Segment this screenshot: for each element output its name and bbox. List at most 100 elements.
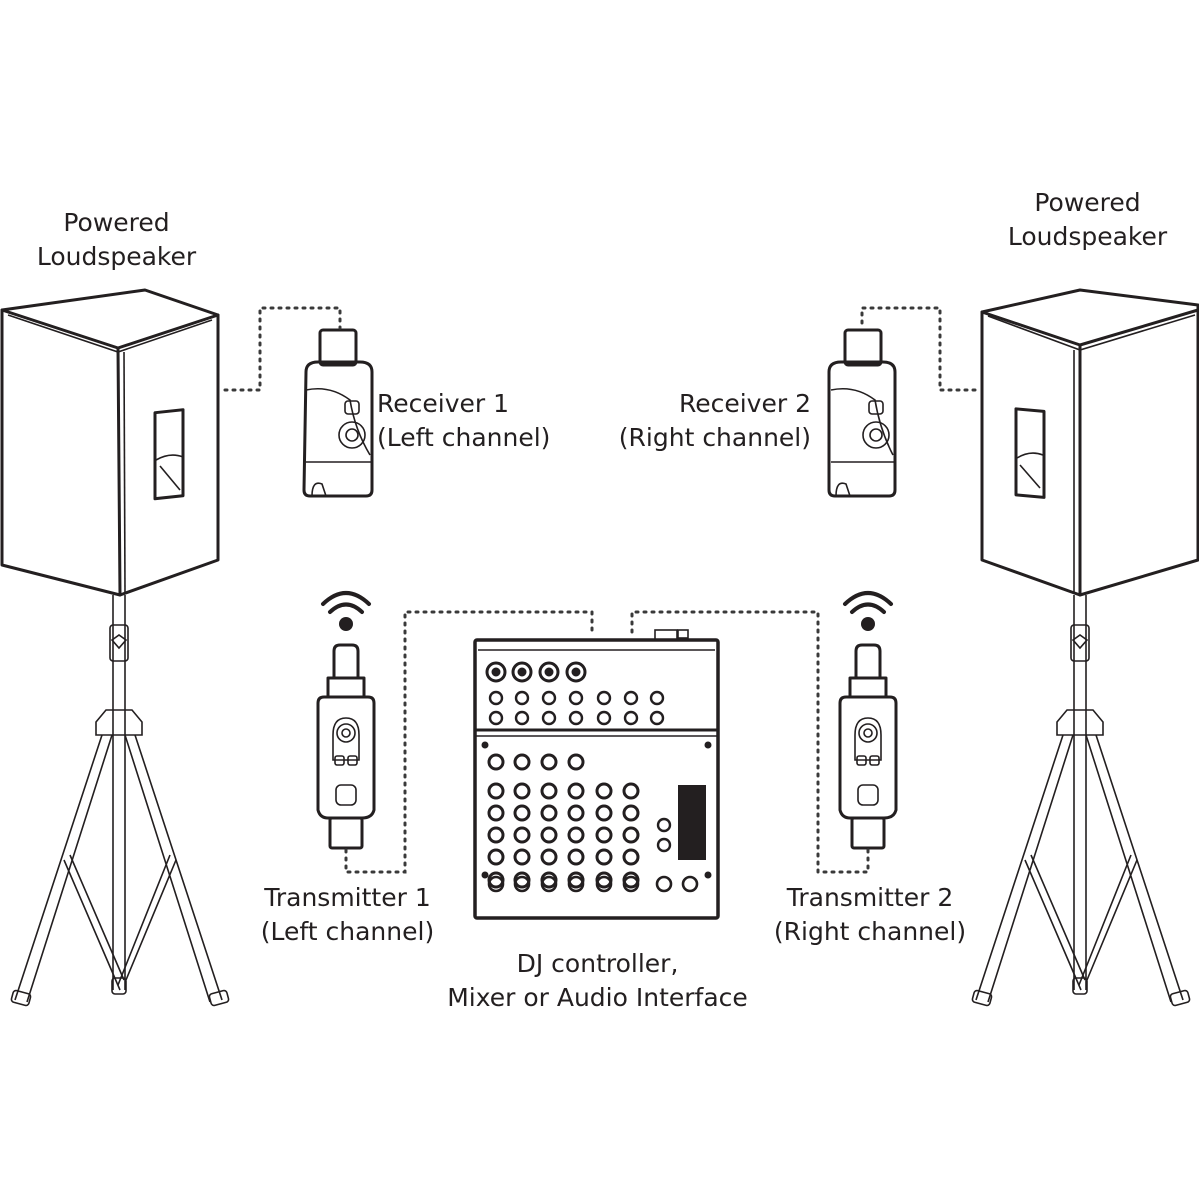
mixer-knob xyxy=(681,875,699,893)
left-tripod-stand-icon xyxy=(10,595,230,1007)
mixer-knob xyxy=(540,875,558,893)
mixer-knob xyxy=(485,661,507,683)
right-speaker-label-line1: Powered xyxy=(1034,188,1141,217)
mixer-knob xyxy=(596,710,612,726)
transmitter-2-label-line1: Transmitter 2 xyxy=(786,883,954,912)
mixer-knob xyxy=(704,741,712,749)
left-speaker-label-line2: Loudspeaker xyxy=(36,242,197,271)
mixer-knob xyxy=(568,710,584,726)
mixer-knob xyxy=(704,871,712,879)
receiver-1-label-line2: (Left channel) xyxy=(377,423,551,452)
receiver-2-label-line2: (Right channel) xyxy=(618,423,811,452)
mixer-knob xyxy=(567,848,585,866)
mixer-knob xyxy=(595,804,613,822)
cable-speaker-right-to-receiver-2 xyxy=(860,306,977,392)
mixer-knob xyxy=(595,848,613,866)
mixer-knob xyxy=(567,804,585,822)
mixer-knob xyxy=(567,753,585,771)
mixer-knob xyxy=(623,710,639,726)
transmitter-1-label-line1: Transmitter 1 xyxy=(264,883,431,912)
wifi-signal-icon-left xyxy=(321,591,371,631)
mixer-knob xyxy=(488,690,504,706)
mixer-knob xyxy=(514,710,530,726)
receiver-1-icon xyxy=(302,328,374,498)
mixer-knob xyxy=(511,661,533,683)
mixer-knob xyxy=(540,826,558,844)
mixer-knob xyxy=(513,848,531,866)
wifi-signal-icon-right xyxy=(843,591,893,631)
left-speaker-label: Powered Loudspeaker xyxy=(24,206,209,274)
mixer-knob xyxy=(514,690,530,706)
left-loudspeaker-icon xyxy=(0,288,220,597)
receiver-1-label: Receiver 1 (Left channel) xyxy=(377,387,550,455)
mixer-knob xyxy=(540,782,558,800)
cable-transmitter-1-to-mixer xyxy=(344,610,594,874)
mixer-knob xyxy=(487,753,505,771)
mixer-knob xyxy=(656,837,672,853)
cable-speaker-left-to-receiver-1 xyxy=(223,306,342,392)
right-tripod-stand-icon xyxy=(971,595,1191,1007)
mixer-knob xyxy=(541,690,557,706)
mixer-knob xyxy=(487,875,505,893)
mixer-knob xyxy=(623,690,639,706)
cable-transmitter-2-to-mixer xyxy=(630,610,870,874)
mixer-label: DJ controller, Mixer or Audio Interface xyxy=(430,947,765,1015)
mixer-knob xyxy=(538,661,560,683)
right-speaker-label-line2: Loudspeaker xyxy=(1007,222,1168,251)
right-speaker-label: Powered Loudspeaker xyxy=(995,186,1180,254)
receiver-2-label: Receiver 2 (Right channel) xyxy=(619,387,811,455)
left-speaker-label-line1: Powered xyxy=(63,208,170,237)
mixer-knob xyxy=(595,782,613,800)
mixer-knob xyxy=(622,826,640,844)
mixer-knob xyxy=(513,826,531,844)
mixer-console-icon xyxy=(473,629,720,920)
transmitter-2-label-line2: (Right channel) xyxy=(773,917,967,946)
mixer-knob xyxy=(622,875,640,893)
mixer-knob xyxy=(487,782,505,800)
mixer-knob xyxy=(481,741,489,749)
transmitter-1-icon xyxy=(316,643,376,850)
receiver-2-label-line1: Receiver 2 xyxy=(678,389,811,418)
mixer-knob xyxy=(540,848,558,866)
mixer-knob xyxy=(565,661,587,683)
mixer-knob xyxy=(491,667,501,677)
mixer-knob xyxy=(544,667,554,677)
mixer-knob xyxy=(596,690,612,706)
mixer-knob xyxy=(487,848,505,866)
receiver-1-label-line1: Receiver 1 xyxy=(377,389,510,418)
transmitter-1-label: Transmitter 1 (Left channel) xyxy=(250,881,445,949)
mixer-knob xyxy=(513,782,531,800)
mixer-knob xyxy=(517,667,527,677)
mixer-knob xyxy=(568,690,584,706)
mixer-knob xyxy=(481,871,489,879)
mixer-label-line1: DJ controller, xyxy=(516,949,679,978)
mixer-knob xyxy=(541,710,557,726)
mixer-knob xyxy=(513,875,531,893)
mixer-knob xyxy=(567,875,585,893)
mixer-knob xyxy=(567,782,585,800)
mixer-knob xyxy=(487,826,505,844)
mixer-knob xyxy=(622,848,640,866)
mixer-knob xyxy=(488,710,504,726)
transmitter-1-label-line2: (Left channel) xyxy=(260,917,435,946)
mixer-knob xyxy=(622,782,640,800)
mixer-knob xyxy=(540,804,558,822)
mixer-knob xyxy=(513,804,531,822)
mixer-knob xyxy=(622,804,640,822)
transmitter-2-label: Transmitter 2 (Right channel) xyxy=(765,881,975,949)
mixer-knob xyxy=(567,826,585,844)
mixer-knob xyxy=(656,817,672,833)
mixer-knob xyxy=(649,690,665,706)
right-loudspeaker-icon xyxy=(980,288,1199,597)
mixer-knob xyxy=(595,875,613,893)
mixer-knob xyxy=(571,667,581,677)
mixer-knob xyxy=(655,875,673,893)
mixer-knob xyxy=(540,753,558,771)
mixer-knob xyxy=(487,804,505,822)
mixer-knob xyxy=(513,753,531,771)
mixer-knob xyxy=(649,710,665,726)
receiver-2-icon xyxy=(827,328,897,498)
mixer-label-line2: Mixer or Audio Interface xyxy=(447,983,748,1012)
transmitter-2-icon xyxy=(838,643,898,850)
